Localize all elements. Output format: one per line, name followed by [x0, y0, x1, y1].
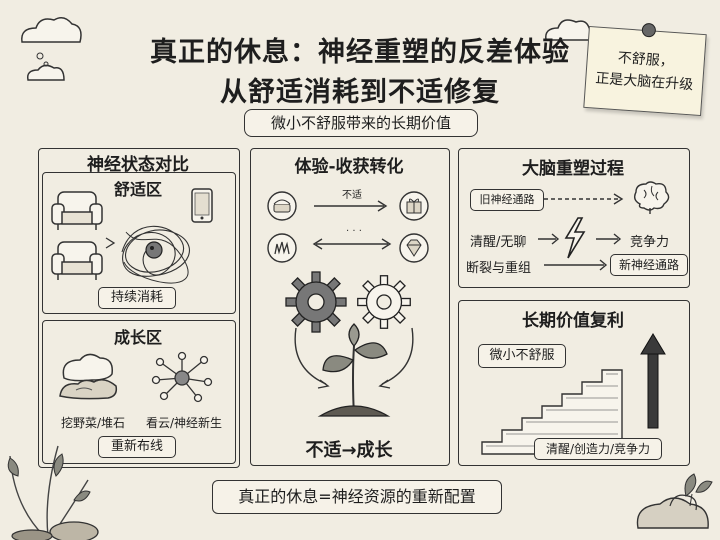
- double-arrow-icon: · · ·: [312, 226, 392, 250]
- cloud-icon: [21, 17, 82, 81]
- neural-state-panel: [38, 148, 240, 468]
- svg-text:· · ·: · · ·: [346, 226, 362, 237]
- long-term-value-title: 长期价值复利: [522, 311, 624, 331]
- growth-zone-box: [42, 320, 236, 464]
- brain-remodel-panel: [458, 148, 690, 288]
- tangled-neuron-icon: [121, 225, 190, 284]
- sprout-icon: [294, 323, 414, 417]
- growth-zone-title: 成长区: [113, 328, 162, 347]
- old-path-label: 旧神经通路: [470, 189, 544, 211]
- neuron-network-icon: [151, 351, 213, 403]
- spiky-burst-icon: [267, 233, 297, 263]
- neural-state-title: 神经状态对比: [87, 155, 189, 175]
- experience-panel: [250, 148, 450, 466]
- growth-caption-left: 挖野菜/堆石: [60, 416, 126, 430]
- arrow-icon: [314, 200, 388, 212]
- arrow-up-icon: [640, 333, 666, 429]
- lightning-icon: [564, 217, 586, 259]
- sticky-note: 不舒服， 正是大脑在升级: [583, 22, 707, 117]
- armchair-icon: [51, 241, 103, 280]
- brain-remodel-title: 大脑重塑过程: [522, 159, 624, 179]
- dashed-arrow-icon: [544, 193, 624, 205]
- consumption-label: 持续消耗: [98, 287, 176, 309]
- arrow-icon: [538, 233, 560, 245]
- plant-icon: [7, 445, 99, 540]
- smartphone-icon: [191, 188, 213, 223]
- tagline-box: 微小不舒服带来的长期价值: [244, 109, 478, 137]
- rock-pile-icon: [636, 473, 713, 529]
- awake-label: 清醒/无聊: [470, 235, 527, 250]
- growth-result-label: 不适→成长: [305, 440, 393, 461]
- break-reorg-label: 断裂与重组: [466, 261, 532, 276]
- pin-icon: [641, 22, 657, 38]
- arrow-icon: [596, 233, 622, 245]
- gift-box-icon: [399, 191, 429, 221]
- comfort-zone-box: [42, 172, 236, 314]
- arrow-icon: [544, 259, 608, 271]
- brain-icon: [633, 181, 670, 214]
- comfort-zone-title: 舒适区: [113, 180, 162, 199]
- rock-pile-icon: [59, 353, 118, 400]
- small-discomfort-label: 微小不舒服: [478, 344, 566, 368]
- new-path-label: 新神经通路: [610, 254, 688, 276]
- page-subtitle: 从舒适消耗到不适修复: [220, 77, 500, 108]
- long-term-value-panel: [458, 300, 690, 466]
- conclusion-box: 真正的休息=神经资源的重新配置: [212, 480, 502, 514]
- rewiring-label: 重新布线: [98, 436, 176, 458]
- experience-title: 体验-收获转化: [294, 157, 404, 177]
- competitiveness-label: 竞争力: [630, 235, 670, 250]
- armchair-icon: [51, 191, 103, 230]
- growth-caption-right: 看云/神经新生: [145, 416, 223, 430]
- arrow-icon: [105, 237, 116, 249]
- gear-icon: [357, 275, 411, 329]
- cake-icon: [267, 191, 297, 221]
- staircase-icon: [481, 369, 623, 455]
- discomfort-arrow-label: 不适: [342, 190, 362, 201]
- page-title: 真正的休息：神经重塑的反差体验: [150, 37, 570, 68]
- diamond-icon: [399, 233, 429, 263]
- compound-result-label: 清醒/创造力/竞争力: [534, 438, 662, 460]
- gear-icon: [285, 271, 347, 333]
